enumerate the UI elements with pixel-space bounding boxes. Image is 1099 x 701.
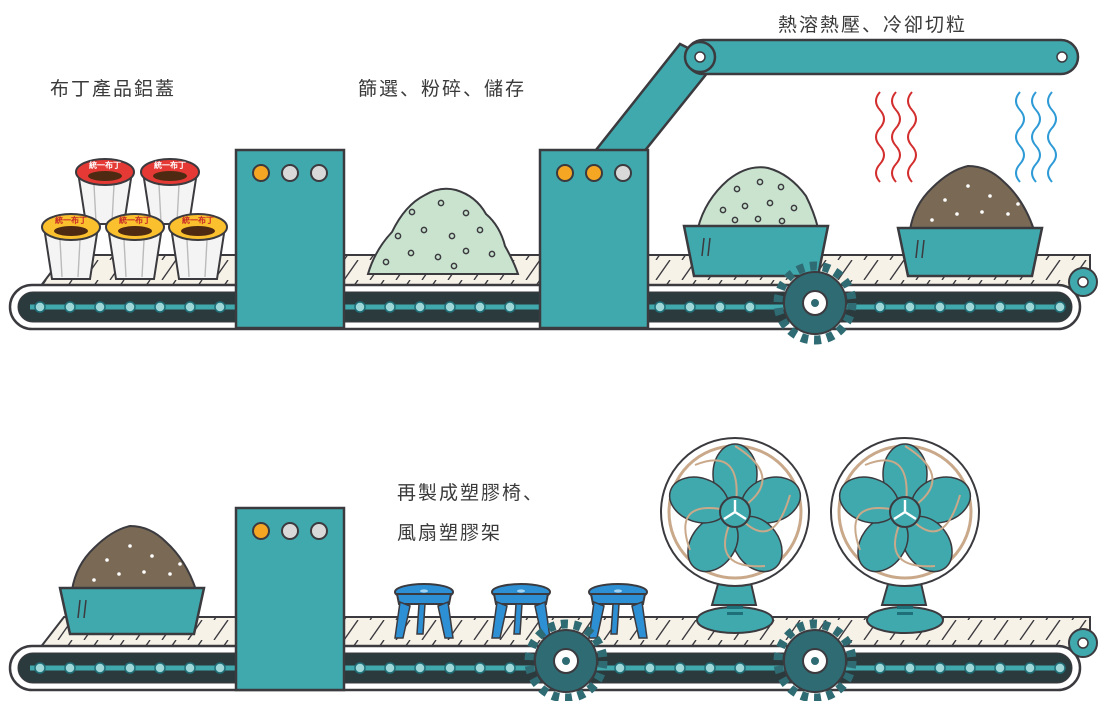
plastic-stool-icon (588, 583, 648, 639)
indicator-light-icon (252, 164, 270, 182)
bottom-belt-rollers (34, 662, 1066, 674)
electric-fan-icon (660, 437, 810, 634)
bottom-belt-end-roller (1068, 628, 1098, 658)
top-belt-rollers (34, 301, 1066, 313)
step-label-hot-melt: 熱溶熱壓、冷卻切粒 (778, 14, 968, 36)
gear-icon (524, 619, 608, 701)
robot-arm-icon (586, 38, 1080, 180)
step-label-aluminum-lids: 布丁產品鋁蓋 (50, 78, 177, 100)
machine-box-icon (538, 148, 650, 330)
gear-icon (773, 261, 857, 345)
gear-icon (773, 619, 857, 701)
cup-brand-text: 統一布丁 (182, 215, 214, 225)
powder-pile-icon (366, 187, 520, 275)
step-label-screening: 篩選、粉碎、儲存 (358, 78, 527, 100)
cup-brand-text: 統一布丁 (89, 160, 121, 170)
pellet-bin-icon (58, 524, 206, 636)
pellet-bin-icon (896, 164, 1044, 278)
indicator-light-icon (585, 164, 603, 182)
plastic-stool-icon (491, 583, 551, 639)
machine-box-icon (234, 506, 346, 692)
pudding-cup-icon: 統一布丁 (105, 213, 165, 280)
powder-bin-icon (682, 166, 830, 278)
indicator-light-icon (310, 522, 328, 540)
plastic-stool-icon (394, 583, 454, 639)
indicator-light-icon (281, 164, 299, 182)
electric-fan-icon (830, 437, 980, 634)
indicator-light-icon (281, 522, 299, 540)
indicator-light-icon (252, 522, 270, 540)
cup-brand-text: 統一布丁 (55, 215, 87, 225)
pudding-cup-icon: 統一布丁 (41, 213, 101, 280)
indicator-light-icon (556, 164, 574, 182)
pudding-cup-icon: 統一布丁 (75, 158, 135, 225)
pudding-cup-icon: 統一布丁 (140, 158, 200, 225)
step-label-remake-line2: 風扇塑膠架 (397, 522, 503, 544)
heat-wave-icon (875, 91, 917, 183)
cooling-wave-icon (1015, 91, 1057, 183)
top-belt-end-roller (1068, 267, 1098, 297)
indicator-light-icon (310, 164, 328, 182)
indicator-light-icon (614, 164, 632, 182)
pudding-cup-icon: 統一布丁 (168, 213, 228, 280)
machine-box-icon (234, 148, 346, 330)
cup-brand-text: 統一布丁 (154, 160, 186, 170)
cup-brand-text: 統一布丁 (119, 215, 151, 225)
step-label-remake-line1: 再製成塑膠椅、 (397, 482, 545, 504)
